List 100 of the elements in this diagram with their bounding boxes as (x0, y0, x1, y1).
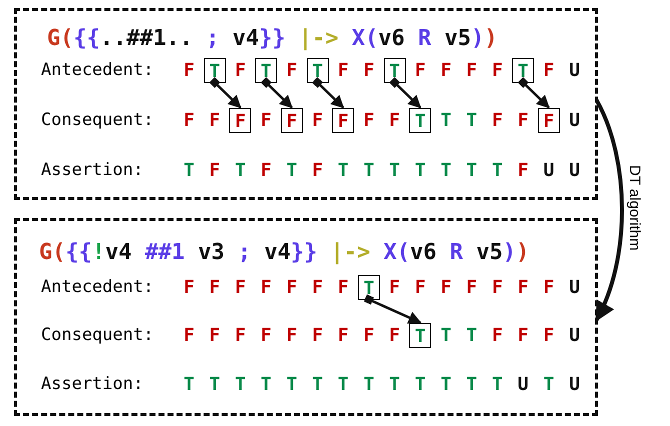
row-label: Antecedent: (41, 59, 154, 82)
truth-value: T (465, 324, 478, 348)
formula-heading: G({{!v4 ##1 v3 ; v4}} |-> X(v6 R v5)) (39, 239, 530, 267)
row-label: Assertion: (41, 373, 144, 396)
truth-value: F (285, 58, 298, 82)
truth-value: T (182, 372, 196, 396)
boxed-value: T (255, 58, 278, 82)
truth-value: T (465, 108, 478, 132)
truth-value: T (234, 372, 247, 396)
truth-value: F (311, 324, 324, 348)
dashed-frame (14, 8, 598, 200)
boxed-value: T (204, 58, 226, 82)
truth-value: T (234, 158, 247, 182)
row-label: Antecedent: (41, 276, 154, 299)
truth-value: T (440, 108, 452, 132)
truth-value: U (568, 158, 581, 182)
truth-value: T (440, 324, 452, 348)
truth-value: F (234, 324, 247, 348)
truth-value: F (414, 276, 427, 300)
truth-value: F (260, 276, 273, 300)
truth-value: F (208, 158, 222, 182)
truth-value: T (388, 372, 402, 396)
arrow (594, 99, 624, 322)
arrow (312, 76, 344, 108)
arrow (518, 76, 550, 108)
truth-value: F (516, 324, 530, 348)
dashed-frame (14, 218, 598, 416)
boxed-value: F (229, 108, 252, 132)
truth-value: F (260, 158, 273, 182)
truth-value: T (388, 158, 402, 182)
truth-value: F (542, 324, 556, 348)
truth-value: F (208, 324, 222, 348)
boxed-value: T (512, 58, 534, 82)
truth-value: F (465, 276, 478, 300)
truth-value: U (568, 276, 581, 300)
truth-value: T (440, 372, 452, 396)
truth-value: T (414, 158, 427, 182)
truth-value: F (516, 158, 530, 182)
boxed-value: T (306, 58, 328, 82)
truth-value: U (516, 372, 530, 396)
truth-value: F (234, 276, 247, 300)
truth-value: F (516, 108, 530, 132)
truth-value: T (285, 372, 298, 396)
boxed-value: F (280, 108, 303, 132)
truth-value: T (490, 372, 504, 396)
truth-value: U (568, 324, 581, 348)
truth-value: F (234, 58, 247, 82)
boxed-value: F (538, 108, 560, 132)
truth-value: F (182, 108, 196, 132)
truth-value: F (208, 276, 222, 300)
truth-value: F (362, 108, 376, 132)
truth-value: F (490, 276, 504, 300)
row-label: Consequent: (41, 109, 154, 132)
truth-value: F (182, 58, 196, 82)
truth-value: F (490, 58, 504, 82)
arrow (260, 76, 293, 108)
truth-value: T (285, 158, 298, 182)
truth-value: T (465, 158, 478, 182)
truth-value: F (336, 276, 350, 300)
truth-value: F (362, 324, 376, 348)
formula-heading: G({{..##1.. ; v4}} |-> X(v6 R v5)) (47, 25, 498, 53)
truth-value: T (208, 372, 222, 396)
truth-value: T (336, 158, 350, 182)
truth-value: F (388, 276, 402, 300)
truth-value: T (362, 372, 376, 396)
truth-value: F (490, 108, 504, 132)
boxed-value: T (409, 322, 432, 348)
arrow (389, 76, 422, 108)
truth-value: F (260, 108, 273, 132)
row-label: Consequent: (41, 324, 154, 347)
truth-value: F (260, 324, 273, 348)
truth-value: T (490, 158, 504, 182)
truth-value: F (490, 324, 504, 348)
truth-value: F (542, 276, 556, 300)
edge-label: DT algorithm (626, 165, 643, 251)
truth-value: F (336, 324, 350, 348)
truth-value: F (285, 324, 298, 348)
truth-value: F (311, 108, 324, 132)
truth-value: T (336, 372, 350, 396)
boxed-value: T (409, 108, 432, 132)
truth-value: T (542, 372, 556, 396)
truth-value: F (440, 276, 452, 300)
boxed-value: T (384, 58, 406, 82)
truth-value: U (568, 372, 581, 396)
truth-value: F (542, 58, 556, 82)
truth-value: F (414, 58, 427, 82)
truth-value: F (465, 58, 478, 82)
truth-value: T (311, 372, 324, 396)
truth-value: F (388, 324, 402, 348)
boxed-value: T (358, 274, 380, 300)
truth-value: T (362, 158, 376, 182)
truth-value: T (440, 158, 452, 182)
truth-value: F (182, 324, 196, 348)
truth-value: U (568, 58, 581, 82)
truth-value: F (336, 58, 350, 82)
truth-value: F (285, 276, 298, 300)
truth-value: F (182, 276, 196, 300)
truth-value: F (516, 276, 530, 300)
truth-value: F (311, 158, 324, 182)
truth-value: U (542, 158, 556, 182)
